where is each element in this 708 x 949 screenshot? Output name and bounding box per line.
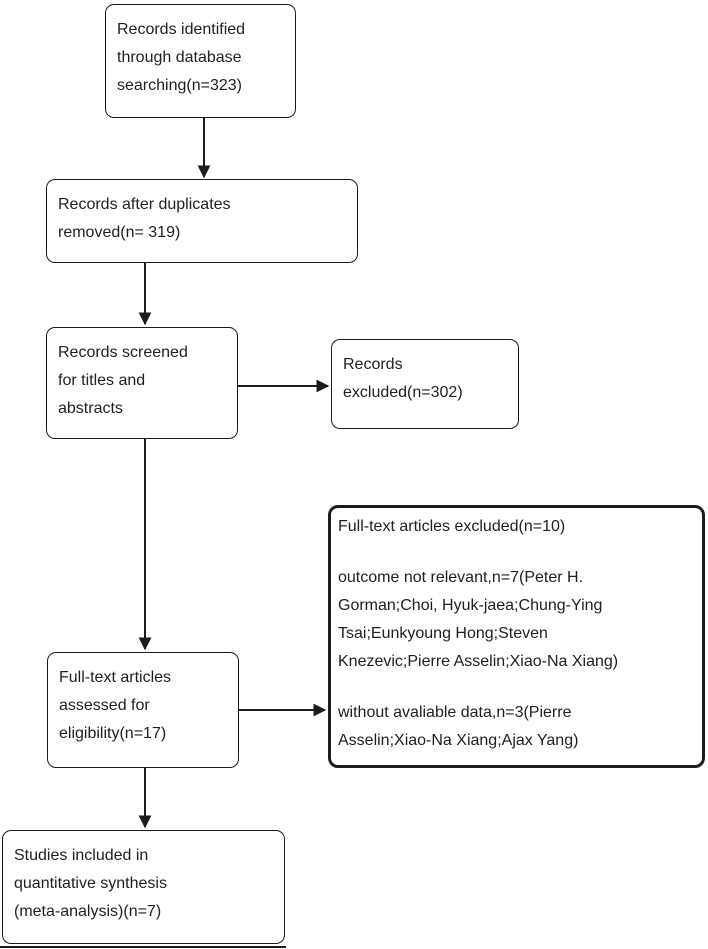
figure-bottom-edge-line bbox=[0, 946, 286, 948]
box-fulltext-excluded: Full-text articles excluded(n=10) outcom… bbox=[328, 505, 705, 768]
box-records-excluded: Records excluded(n=302) bbox=[331, 339, 519, 429]
box-fulltext-assessed: Full-text articles assessed for eligibil… bbox=[47, 652, 239, 768]
box-duplicates-removed-text: Records after duplicates removed(n= 319) bbox=[58, 196, 231, 241]
box-fulltext-excluded-reason-no-data: without avaliable data,n=3(Pierre Asseli… bbox=[338, 704, 579, 749]
box-fulltext-excluded-title: Full-text articles excluded(n=10) bbox=[338, 518, 566, 535]
box-records-screened: Records screened for titles and abstract… bbox=[46, 327, 238, 439]
box-duplicates-removed: Records after duplicates removed(n= 319) bbox=[46, 179, 358, 263]
box-records-screened-text: Records screened for titles and abstract… bbox=[58, 344, 188, 417]
box-records-identified: Records identified through database sear… bbox=[105, 4, 296, 118]
box-fulltext-assessed-text: Full-text articles assessed for eligibil… bbox=[59, 669, 172, 742]
box-records-identified-text: Records identified through database sear… bbox=[117, 21, 246, 94]
box-records-excluded-text: Records excluded(n=302) bbox=[343, 356, 463, 401]
box-studies-included-text: Studies included in quantitative synthes… bbox=[14, 847, 167, 920]
box-fulltext-excluded-reason-outcome: outcome not relevant,n=7(Peter H. Gorman… bbox=[338, 569, 619, 670]
box-studies-included: Studies included in quantitative synthes… bbox=[2, 830, 285, 944]
